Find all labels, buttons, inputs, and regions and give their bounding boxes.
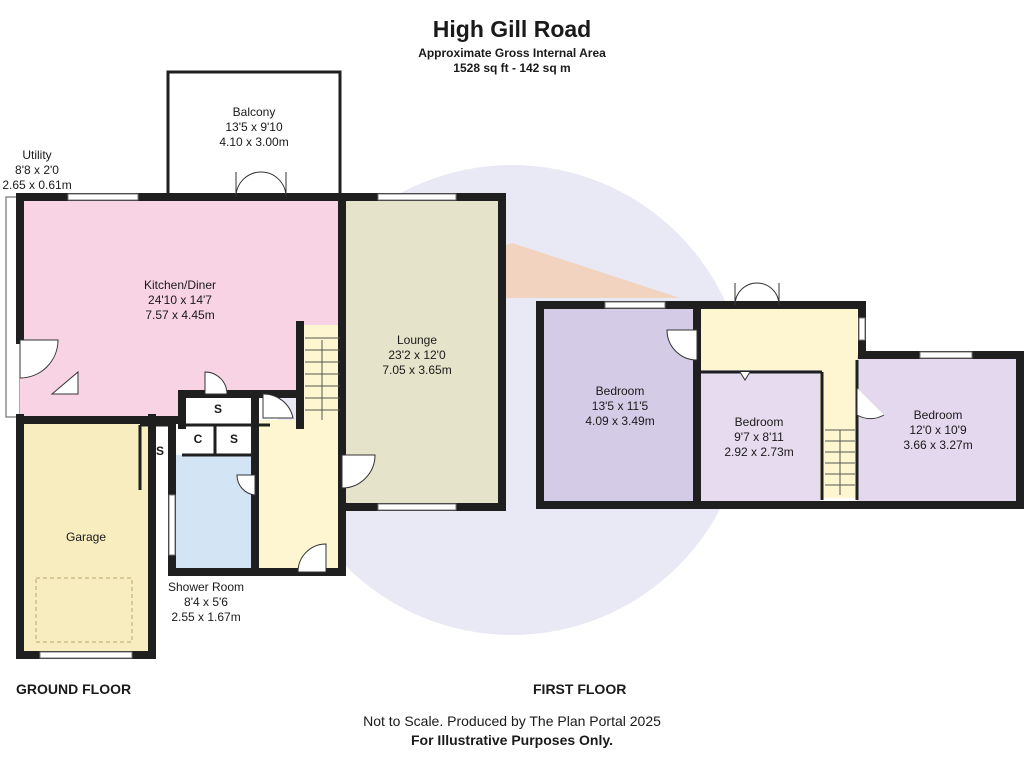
balcony-label: Balcony 13'5 x 9'10 4.10 x 3.00m (219, 105, 289, 149)
kitchen-corridor-fill (20, 394, 182, 418)
footer-disclaimer: Not to Scale. Produced by The Plan Porta… (363, 713, 661, 729)
bedroom1-label: Bedroom 13'5 x 11'5 4.09 x 3.49m (585, 384, 655, 428)
kitchen-label: Kitchen/Diner 24'10 x 14'7 7.57 x 4.45m (143, 278, 217, 322)
shower-room-label: Shower Room 8'4 x 5'6 2.55 x 1.67m (167, 580, 245, 624)
garage-fill (20, 418, 152, 658)
shower-fill (172, 455, 255, 572)
bedroom3-fill (857, 355, 1020, 501)
ground-floor-label: GROUND FLOOR (16, 681, 132, 697)
bedroom2-fill (697, 370, 820, 501)
first-floor-label: FIRST FLOOR (533, 681, 627, 697)
storage-label: S (213, 402, 222, 416)
area-label: Approximate Gross Internal Area (418, 46, 606, 60)
landing-fill (697, 305, 857, 370)
kitchen-window (67, 193, 139, 201)
plan-title: High Gill Road (432, 16, 592, 42)
bedroom3-window (919, 351, 973, 359)
hall-fill (255, 420, 342, 572)
storage-label: S (155, 444, 164, 458)
lounge-window-bottom (377, 503, 457, 511)
utility-label: Utility 8'8 x 2'0 2.65 x 0.61m (2, 148, 72, 192)
lounge-label: Lounge 23'2 x 12'0 7.05 x 3.65m (382, 333, 452, 377)
stairs-first-fill (820, 370, 857, 498)
shower-window (168, 494, 176, 556)
garage-door-outline (35, 577, 133, 643)
garage-label: Garage (65, 530, 107, 544)
footer-illustrative: For Illustrative Purposes Only. (410, 732, 613, 748)
cupboard-label: C (193, 432, 203, 446)
storage-label: S (229, 432, 238, 446)
bedroom1-window (604, 301, 666, 309)
stairs-fill (300, 325, 342, 425)
landing-window (858, 317, 866, 341)
area-value: 1528 sq ft - 142 sq m (453, 61, 571, 75)
lounge-window-top (377, 193, 457, 201)
garage-window (39, 651, 133, 659)
bedroom2-label: Bedroom 9'7 x 8'11 2.92 x 2.73m (724, 415, 794, 459)
bedroom3-label: Bedroom 12'0 x 10'9 3.66 x 3.27m (903, 408, 973, 452)
kitchen-fill (20, 197, 342, 394)
